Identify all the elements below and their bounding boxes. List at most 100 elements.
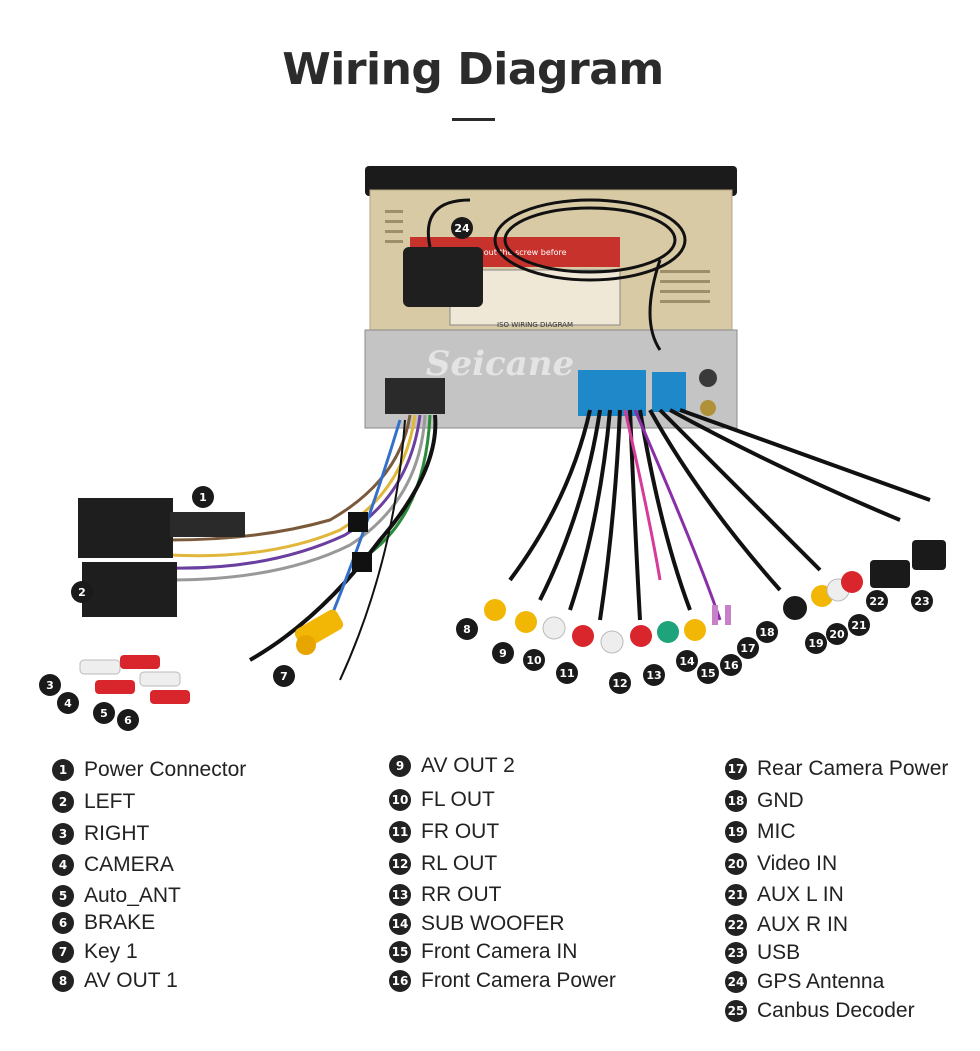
callout-number: 23 xyxy=(914,595,929,608)
legend-label: CAMERA xyxy=(84,853,174,876)
legend-number-badge: 21 xyxy=(725,884,747,906)
legend-label: Front Camera Power xyxy=(421,969,616,992)
iso-label-text: ISO WIRING DIAGRAM xyxy=(497,321,573,329)
callout-number: 21 xyxy=(851,619,866,632)
callout-number: 19 xyxy=(808,637,823,650)
rca-socket-a xyxy=(578,370,646,416)
head-unit: Take out the screw before ISO WIRING DIA… xyxy=(364,166,738,429)
legend-number-badge: 12 xyxy=(389,853,411,875)
left-rca-plugs xyxy=(79,609,344,704)
callout-number: 1 xyxy=(199,491,207,504)
callout-8: 8 xyxy=(456,618,478,640)
legend-number-badge: 10 xyxy=(389,789,411,811)
left-harness xyxy=(169,414,438,681)
callout-number: 3 xyxy=(46,679,54,692)
callout-badge xyxy=(456,618,478,640)
gps-antenna-puck xyxy=(403,247,483,307)
legend-label: AV OUT 1 xyxy=(84,969,178,992)
callout-number: 9 xyxy=(499,647,507,660)
callout-badge xyxy=(57,692,79,714)
callout-badge xyxy=(93,702,115,724)
legend-label: AUX R IN xyxy=(757,913,849,936)
watermark: Seicane xyxy=(426,344,574,384)
legend-number-badge: 8 xyxy=(52,970,74,992)
legend-label: Front Camera IN xyxy=(421,940,578,963)
power-connector-block xyxy=(78,498,173,558)
legend-number-badge: 24 xyxy=(725,971,747,993)
callout-number: 6 xyxy=(124,714,132,727)
callout-number: 8 xyxy=(463,623,471,636)
callout-badge xyxy=(71,581,93,603)
legend-number-badge: 18 xyxy=(725,790,747,812)
callout-number: 24 xyxy=(454,222,470,235)
legend-number-badge: 9 xyxy=(389,755,411,777)
legend-number-badge: 14 xyxy=(389,913,411,935)
legend-number-badge: 19 xyxy=(725,821,747,843)
callout-badge xyxy=(492,642,514,664)
legend-label: FL OUT xyxy=(421,788,495,811)
callout-number: 7 xyxy=(280,670,288,683)
legend-number-badge: 22 xyxy=(725,914,747,936)
callout-23: 23 xyxy=(911,590,933,612)
callout-16: 16 xyxy=(720,654,742,676)
legend-number-badge: 20 xyxy=(725,853,747,875)
callout-badge xyxy=(756,621,778,643)
legend-item-1: 1 Power Connector xyxy=(52,758,246,782)
legend-item-21: 21 AUX L IN xyxy=(725,883,844,907)
callout-15: 15 xyxy=(697,662,719,684)
legend-item-25: 25 Canbus Decoder xyxy=(725,999,915,1023)
legend-label: FR OUT xyxy=(421,820,500,843)
callout-badge xyxy=(523,649,545,671)
callout-2: 2 xyxy=(71,581,93,603)
legend-number-badge: 6 xyxy=(52,912,74,934)
callout-badge xyxy=(697,662,719,684)
callout-number: 5 xyxy=(100,707,108,720)
legend-label: AUX L IN xyxy=(757,883,844,906)
callout-badge xyxy=(273,665,295,687)
callout-number: 12 xyxy=(612,677,627,690)
legend-number-badge: 2 xyxy=(52,791,74,813)
callout-number: 17 xyxy=(740,642,755,655)
legend-label: Canbus Decoder xyxy=(757,999,915,1022)
legend-label: SUB WOOFER xyxy=(421,912,565,935)
legend-item-14: 14 SUB WOOFER xyxy=(389,912,565,936)
legend-item-16: 16 Front Camera Power xyxy=(389,969,616,993)
callout-number: 2 xyxy=(78,586,86,599)
callout-number: 22 xyxy=(869,595,884,608)
callout-badge xyxy=(643,664,665,686)
legend-item-19: 19 MIC xyxy=(725,820,796,844)
legend-number-badge: 17 xyxy=(725,758,747,780)
callout-20: 20 xyxy=(826,623,848,645)
legend-label: MIC xyxy=(757,820,796,843)
page-title: Wiring Diagram xyxy=(282,44,664,95)
callout-number: 20 xyxy=(829,628,845,641)
callout-number: 16 xyxy=(723,659,739,672)
callout-14: 14 xyxy=(676,650,698,672)
legend-number-badge: 16 xyxy=(389,970,411,992)
right-rca-plugs xyxy=(484,540,946,654)
legend-label: Power Connector xyxy=(84,758,247,781)
callout-badge xyxy=(720,654,742,676)
legend-label: GND xyxy=(757,789,804,812)
legend-item-8: 8 AV OUT 1 xyxy=(52,969,178,993)
legend-number-badge: 25 xyxy=(725,1000,747,1022)
callout-number: 13 xyxy=(646,669,661,682)
legend-item-18: 18 GND xyxy=(725,789,804,813)
callout-19: 19 xyxy=(805,632,827,654)
iso-socket xyxy=(385,378,445,414)
callout-number: 10 xyxy=(526,654,542,667)
callout-21: 21 xyxy=(848,614,870,636)
callout-badge xyxy=(805,632,827,654)
callout-badge xyxy=(911,590,933,612)
legend-number-badge: 1 xyxy=(52,759,74,781)
